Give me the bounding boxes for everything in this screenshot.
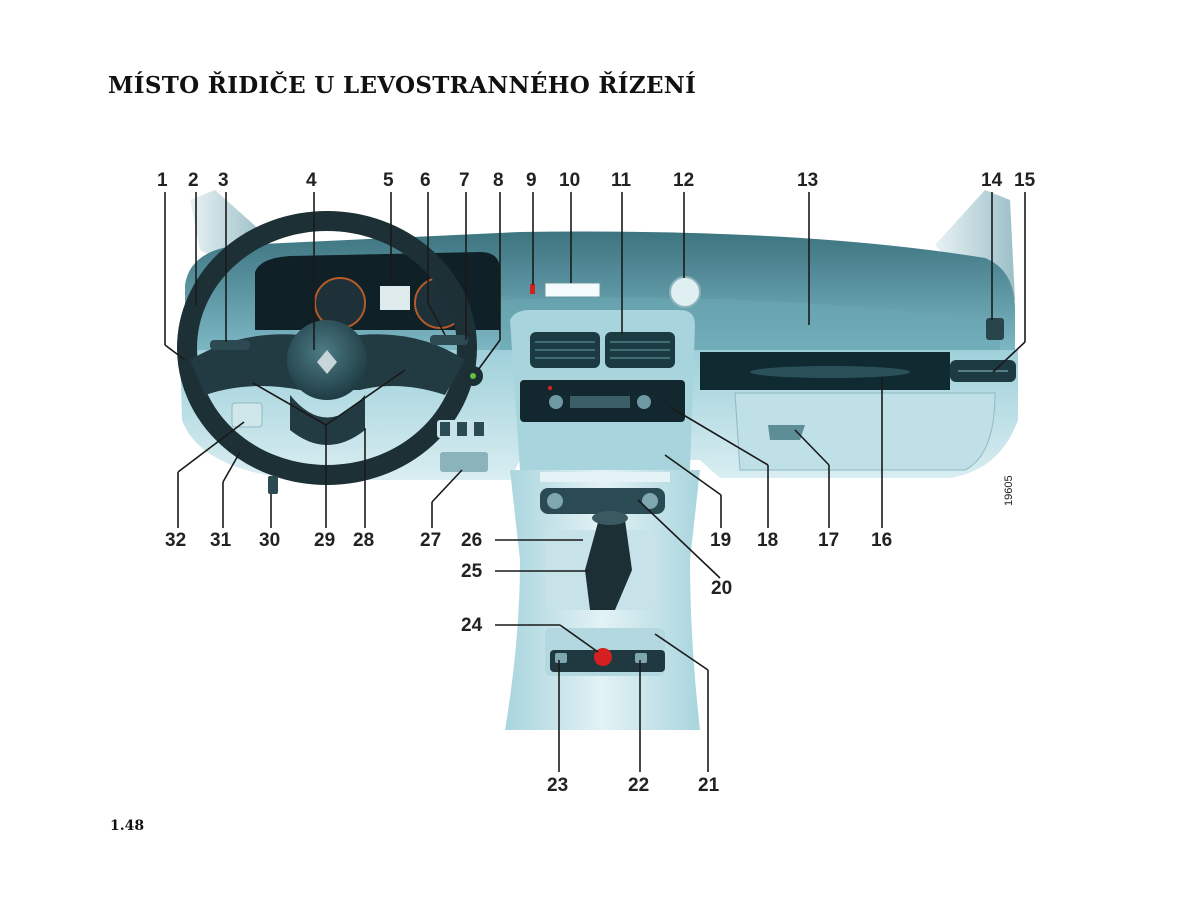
callout-2: 2 (188, 170, 199, 191)
steering-wheel[interactable] (177, 211, 477, 485)
callout-29: 29 (314, 530, 335, 551)
right-console-switch (635, 653, 647, 663)
pedal-stalk[interactable] (268, 476, 278, 494)
callout-31: 31 (210, 530, 232, 551)
callout-3: 3 (218, 170, 229, 191)
callout-26: 26 (461, 530, 482, 551)
leader-lines (164, 192, 1026, 772)
right-stalk[interactable] (430, 335, 468, 345)
warning-lamp (530, 284, 535, 294)
center-air-vents[interactable] (530, 332, 675, 368)
glovebox[interactable] (734, 392, 996, 471)
callout-24: 24 (461, 615, 483, 636)
callout-27: 27 (420, 530, 441, 551)
callout-22: 22 (628, 775, 649, 796)
bottom-callouts: 32 31 30 29 28 27 26 25 24 23 22 21 20 1… (165, 530, 892, 796)
ignition-switch[interactable] (463, 366, 483, 386)
lower-console-panel (545, 628, 665, 676)
climate-panel[interactable] (540, 472, 670, 514)
radio-panel[interactable] (520, 380, 685, 422)
renault-logo (317, 350, 337, 374)
right-air-vent[interactable] (950, 360, 1016, 382)
figure-code: 19605 (1003, 475, 1015, 506)
callout-11: 11 (611, 170, 632, 191)
callout-4: 4 (306, 170, 317, 191)
page-number: 1.48 (110, 818, 145, 834)
dashboard-trim-strip (700, 352, 950, 390)
callout-16: 16 (871, 530, 892, 551)
callout-7: 7 (459, 170, 470, 191)
callout-13: 13 (797, 170, 818, 191)
left-console-switch (555, 653, 567, 663)
left-dash-switches[interactable] (437, 420, 487, 438)
callout-19: 19 (710, 530, 731, 551)
callout-18: 18 (757, 530, 778, 551)
callout-30: 30 (259, 530, 280, 551)
glovebox-handle (768, 425, 805, 440)
callout-10: 10 (559, 170, 580, 191)
right-window-switch[interactable] (986, 318, 1004, 340)
callout-25: 25 (461, 561, 483, 582)
top-callouts: 1 2 3 4 5 6 7 8 9 10 11 12 13 14 15 (157, 170, 1036, 191)
left-stalk[interactable] (210, 340, 250, 350)
hazard-button (594, 648, 612, 666)
left-knee-panel (231, 402, 263, 428)
callout-12: 12 (673, 170, 694, 191)
callout-21: 21 (698, 775, 720, 796)
center-display (530, 282, 601, 298)
callout-5: 5 (383, 170, 394, 191)
callout-15: 15 (1014, 170, 1036, 191)
callout-9: 9 (526, 170, 537, 191)
callout-17: 17 (818, 530, 839, 551)
callout-14: 14 (981, 170, 1003, 191)
callout-23: 23 (547, 775, 568, 796)
callout-28: 28 (353, 530, 374, 551)
callout-32: 32 (165, 530, 186, 551)
callout-20: 20 (711, 578, 732, 599)
callout-1: 1 (157, 170, 168, 191)
callout-6: 6 (420, 170, 431, 191)
page-title: MÍSTO ŘIDIČE U LEVOSTRANNÉHO ŘÍZENÍ (108, 72, 697, 99)
callout-8: 8 (493, 170, 504, 191)
lower-left-vent[interactable] (440, 452, 488, 472)
gear-selector[interactable] (545, 511, 655, 610)
dash-clock (669, 276, 701, 308)
